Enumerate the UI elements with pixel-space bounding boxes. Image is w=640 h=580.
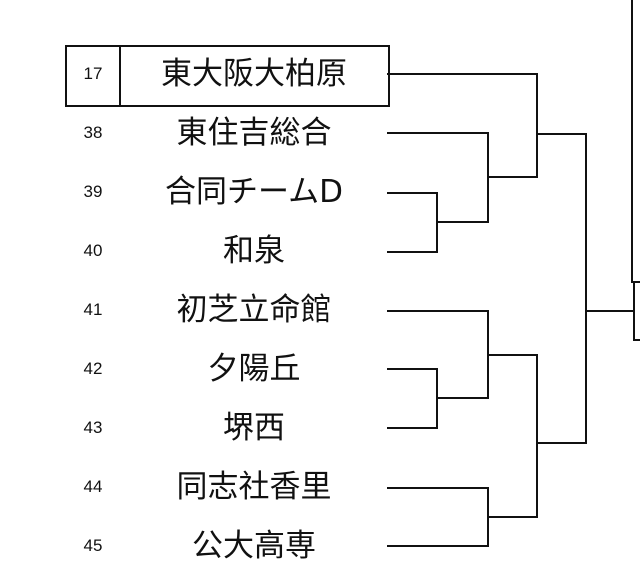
team-name: 和泉 xyxy=(223,233,285,269)
team-name: 初芝立命館 xyxy=(176,292,332,328)
seed-box-divider xyxy=(119,47,121,105)
seed-box xyxy=(65,45,390,107)
entry-number: 43 xyxy=(83,418,103,437)
entry-number: 44 xyxy=(83,477,103,496)
team-name: 堺西 xyxy=(223,410,285,446)
entry-number: 42 xyxy=(83,359,103,378)
entry-number: 41 xyxy=(83,300,103,319)
entry-number: 45 xyxy=(83,536,103,555)
team-name: 夕陽丘 xyxy=(207,351,301,387)
team-name: 東住吉総合 xyxy=(176,115,332,151)
entry-number: 38 xyxy=(83,123,103,142)
bracket-connector xyxy=(387,368,438,429)
entry-number: 39 xyxy=(83,182,103,201)
bracket-connector xyxy=(387,487,489,547)
entry-number: 40 xyxy=(83,241,103,260)
team-name: 東大阪大柏原 xyxy=(161,56,347,92)
bracket-connector xyxy=(387,192,438,253)
team-name: 同志社香里 xyxy=(176,469,332,505)
team-name: 公大高専 xyxy=(192,528,316,564)
entry-number: 17 xyxy=(83,64,103,83)
team-name: 合同チームD xyxy=(165,174,343,210)
